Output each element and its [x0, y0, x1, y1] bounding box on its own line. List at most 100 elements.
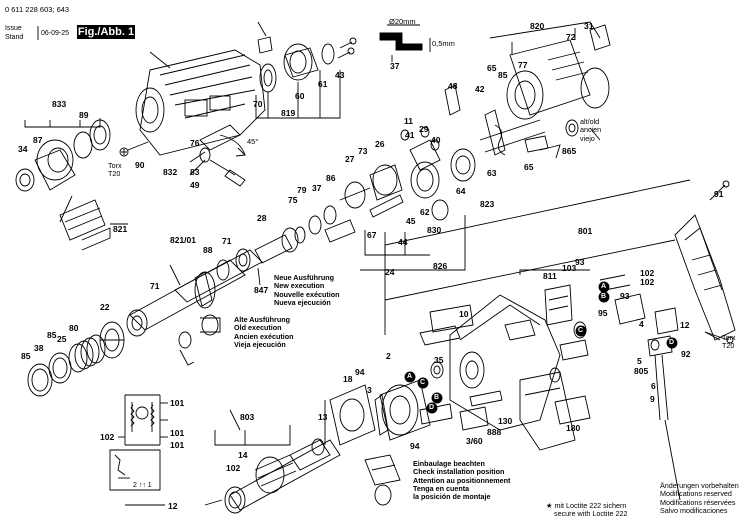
part-label: 14 [238, 450, 248, 460]
circuit-label-101c: 101 [170, 440, 185, 450]
part-label: 103 [562, 263, 577, 273]
part-label: 830 [427, 225, 442, 235]
part-label: 85 [498, 70, 508, 80]
part-label: 67 [367, 230, 377, 240]
new-version-note: Neue Ausführung New execution Nouvelle e… [274, 273, 340, 307]
connector-d-left: D [429, 404, 435, 411]
part-label: 820 [530, 21, 545, 31]
gear-housing [135, 49, 266, 156]
part-label: 60 [295, 91, 305, 101]
part-label: 70 [253, 99, 263, 109]
part-label: 31 [584, 21, 594, 31]
issue-label: Issue [5, 25, 22, 32]
part-label: 44 [398, 237, 408, 247]
loctite-note: ★ mit Loctite 222 sichern secure with Lo… [546, 501, 628, 519]
torx-right-label: Torx T20 [722, 333, 736, 351]
part-label: 38 [34, 343, 44, 353]
connector-c-right: C [578, 327, 584, 334]
part-label: 6 [651, 381, 656, 391]
part-label: 94 [410, 441, 420, 451]
part-label: 833 [52, 99, 67, 109]
part-label: 102 [640, 277, 655, 287]
part-label: 11 [404, 116, 413, 126]
thickness-dimension: 0,5mm [432, 39, 455, 48]
circuit-label-12: 12 [168, 501, 178, 511]
angle-label: 45° [247, 137, 259, 146]
part-label: 18 [343, 374, 353, 384]
part-label: 45 [406, 216, 416, 226]
part-label: 801 [578, 226, 593, 236]
part-label: 3/60 [466, 436, 483, 446]
part-label: 73 [358, 146, 368, 156]
part-label: 37 [312, 183, 322, 193]
part-label: 102 [226, 463, 241, 473]
part-label: 9 [650, 394, 655, 404]
part-label: 35 [434, 355, 444, 365]
part-label: 41 [405, 130, 415, 140]
part-label: 29 [419, 124, 429, 134]
part-label: 75 [288, 195, 298, 205]
part-label: 95 [598, 308, 608, 318]
part-label: 64 [456, 186, 466, 196]
connector-d-right: D [669, 339, 675, 346]
part-label: 40 [431, 135, 441, 145]
part-label: 28 [257, 213, 267, 223]
part-label: 93 [620, 291, 630, 301]
part-label: 43 [335, 70, 345, 80]
part-label: 26 [375, 139, 385, 149]
part-label: 2 [386, 351, 391, 361]
part-label: 4 [639, 319, 644, 329]
part-label: 888 [487, 427, 502, 437]
changes-note: Änderungen vorbehalten Modifications res… [660, 481, 739, 515]
part-label: 92 [681, 349, 691, 359]
circuit-label-102: 102 [100, 432, 115, 442]
part-label: 5 [637, 356, 642, 366]
figure-label: Fig./Abb. 1 [77, 25, 135, 39]
part-label: 130 [498, 416, 513, 426]
part-label: 826 [433, 261, 448, 271]
part-label: 819 [281, 108, 296, 118]
part-label: 85 [47, 330, 57, 340]
old-version-note: Alte Ausführung Old execution Ancien exé… [234, 315, 294, 349]
part-label: 61 [318, 79, 328, 89]
part-label: 27 [345, 154, 355, 164]
part-label: 90 [135, 160, 145, 170]
part-label: 10 [459, 309, 469, 319]
part-label: 77 [518, 60, 528, 70]
mounting-note: Einbaulage beachten Check installation p… [413, 459, 511, 502]
part-label: 823 [480, 199, 495, 209]
part-label: 65 [524, 162, 534, 172]
part-label: 71 [150, 281, 160, 291]
circuit-line-label: 2 ↑↑ 1 [133, 482, 152, 489]
torx-top-label: Torx T20 [108, 161, 122, 179]
part-label: 93 [575, 257, 585, 267]
part-label: 22 [100, 302, 110, 312]
part-label: 811 [543, 271, 557, 281]
stand-label: Stand [5, 34, 24, 41]
part-label: 71 [222, 236, 232, 246]
diameter-dimension: Ø20mm [389, 17, 416, 26]
part-label: 76 [190, 138, 200, 148]
part-label: 83 [190, 167, 200, 177]
part-label: 3 [367, 385, 372, 395]
part-label: 86 [326, 173, 336, 183]
part-label: 80 [69, 323, 79, 333]
part-label: 821 [113, 224, 128, 234]
part-label: 102 [640, 268, 655, 278]
part-label: 63 [487, 168, 497, 178]
part-label: 805 [634, 366, 649, 376]
part-label: 42 [475, 84, 485, 94]
issue-date: 06-09-25 [41, 30, 70, 37]
circuit-label-101b: 101 [170, 428, 185, 438]
part-label: 49 [190, 180, 200, 190]
document-number: 0 611 228 603; 643 [5, 5, 70, 14]
part-label: 12 [680, 320, 690, 330]
connector-b-right: B [601, 293, 607, 300]
old-version-right-label: alt/old ancien viejo [580, 117, 602, 143]
connector-b-left: B [434, 394, 440, 401]
part-label: 34 [18, 144, 28, 154]
part-label: 865 [562, 146, 577, 156]
part-label: 48 [448, 81, 458, 91]
